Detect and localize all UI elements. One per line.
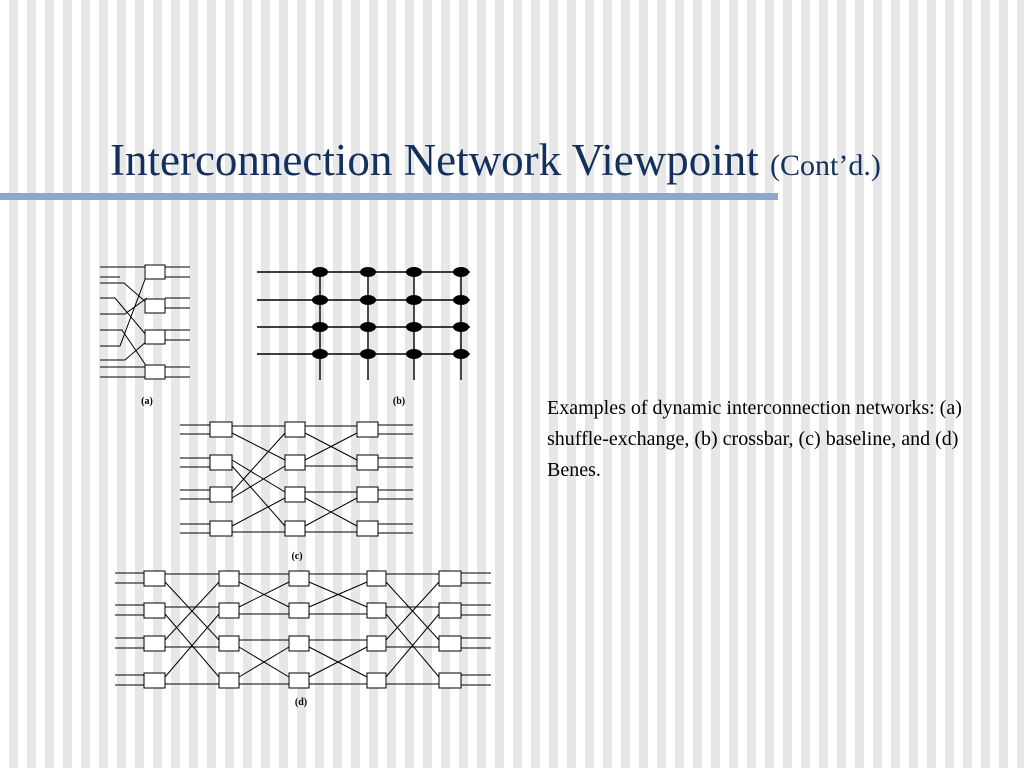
figure-caption: Examples of dynamic interconnection netw… [547,397,962,481]
label-c: (c) [291,551,302,562]
label-a: (a) [141,396,153,407]
crossbar-network [257,267,470,380]
slide-title-main: Interconnection Network Viewpoint [110,135,759,185]
slide-title-suffix: (Cont’d.) [770,149,881,182]
shuffle-exchange-network [100,264,190,380]
baseline-network [180,421,413,537]
benes-network [115,570,491,689]
slide-title: Interconnection Network Viewpoint (Cont’… [110,132,881,194]
label-b: (b) [393,396,405,407]
label-d: (d) [295,697,307,708]
title-underline [0,193,778,200]
